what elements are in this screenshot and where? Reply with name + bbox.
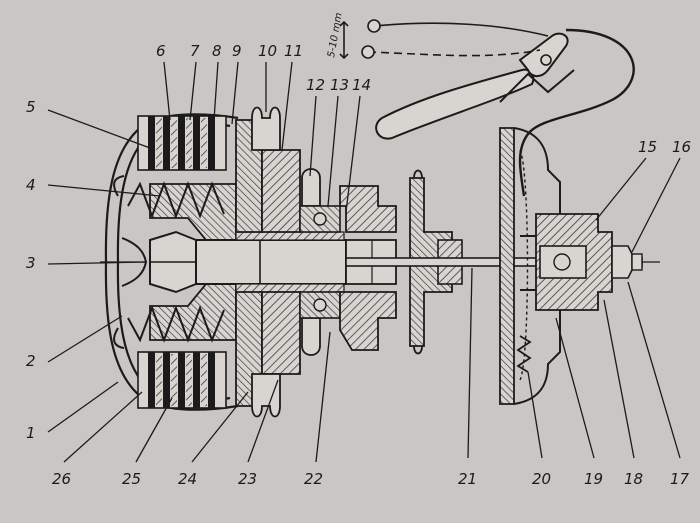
callout-26: 26 — [52, 470, 71, 488]
bearing — [299, 205, 341, 319]
callout-10: 10 — [258, 42, 277, 60]
crankcase-section — [339, 185, 397, 351]
clutch-lever — [375, 32, 575, 140]
callout-8: 8 — [212, 42, 222, 60]
callout-18: 18 — [624, 470, 643, 488]
callout-17: 17 — [670, 470, 690, 488]
callout-6: 6 — [156, 42, 166, 60]
dimension-label: 5-10 mm — [326, 12, 345, 59]
leader-lines — [47, 61, 681, 463]
callout-3: 3 — [26, 254, 36, 272]
callout-5: 5 — [26, 98, 36, 116]
callout-22: 22 — [304, 470, 323, 488]
clutch-spring-bottom — [113, 305, 225, 349]
callout-25: 25 — [122, 470, 141, 488]
callout-9: 9 — [232, 42, 242, 60]
callout-16: 16 — [672, 138, 691, 156]
callout-1: 1 — [26, 424, 36, 442]
callout-24: 24 — [178, 470, 197, 488]
primary-sprocket — [251, 106, 321, 418]
main-shaft — [195, 231, 347, 293]
lever-travel-lines — [339, 19, 549, 60]
callout-20: 20 — [532, 470, 551, 488]
callout-labels: 5 4 3 2 1 26 25 24 23 22 21 20 19 18 17 … — [26, 12, 691, 488]
callout-4: 4 — [26, 176, 36, 194]
clutch-cable — [518, 28, 635, 197]
callout-7: 7 — [190, 42, 200, 60]
friction-disc-stack-bottom — [137, 351, 227, 409]
friction-disc-stack-top — [137, 115, 227, 171]
callout-23: 23 — [238, 470, 257, 488]
callout-13: 13 — [330, 76, 349, 94]
callout-21: 21 — [458, 470, 477, 488]
callout-14: 14 — [352, 76, 371, 94]
return-spring — [516, 335, 532, 373]
adjuster-mechanism — [535, 213, 643, 311]
callout-15: 15 — [638, 138, 657, 156]
side-cover — [499, 127, 561, 405]
callout-11: 11 — [284, 42, 303, 60]
callout-19: 19 — [584, 470, 603, 488]
callout-2: 2 — [26, 352, 36, 370]
callout-12: 12 — [306, 76, 325, 94]
